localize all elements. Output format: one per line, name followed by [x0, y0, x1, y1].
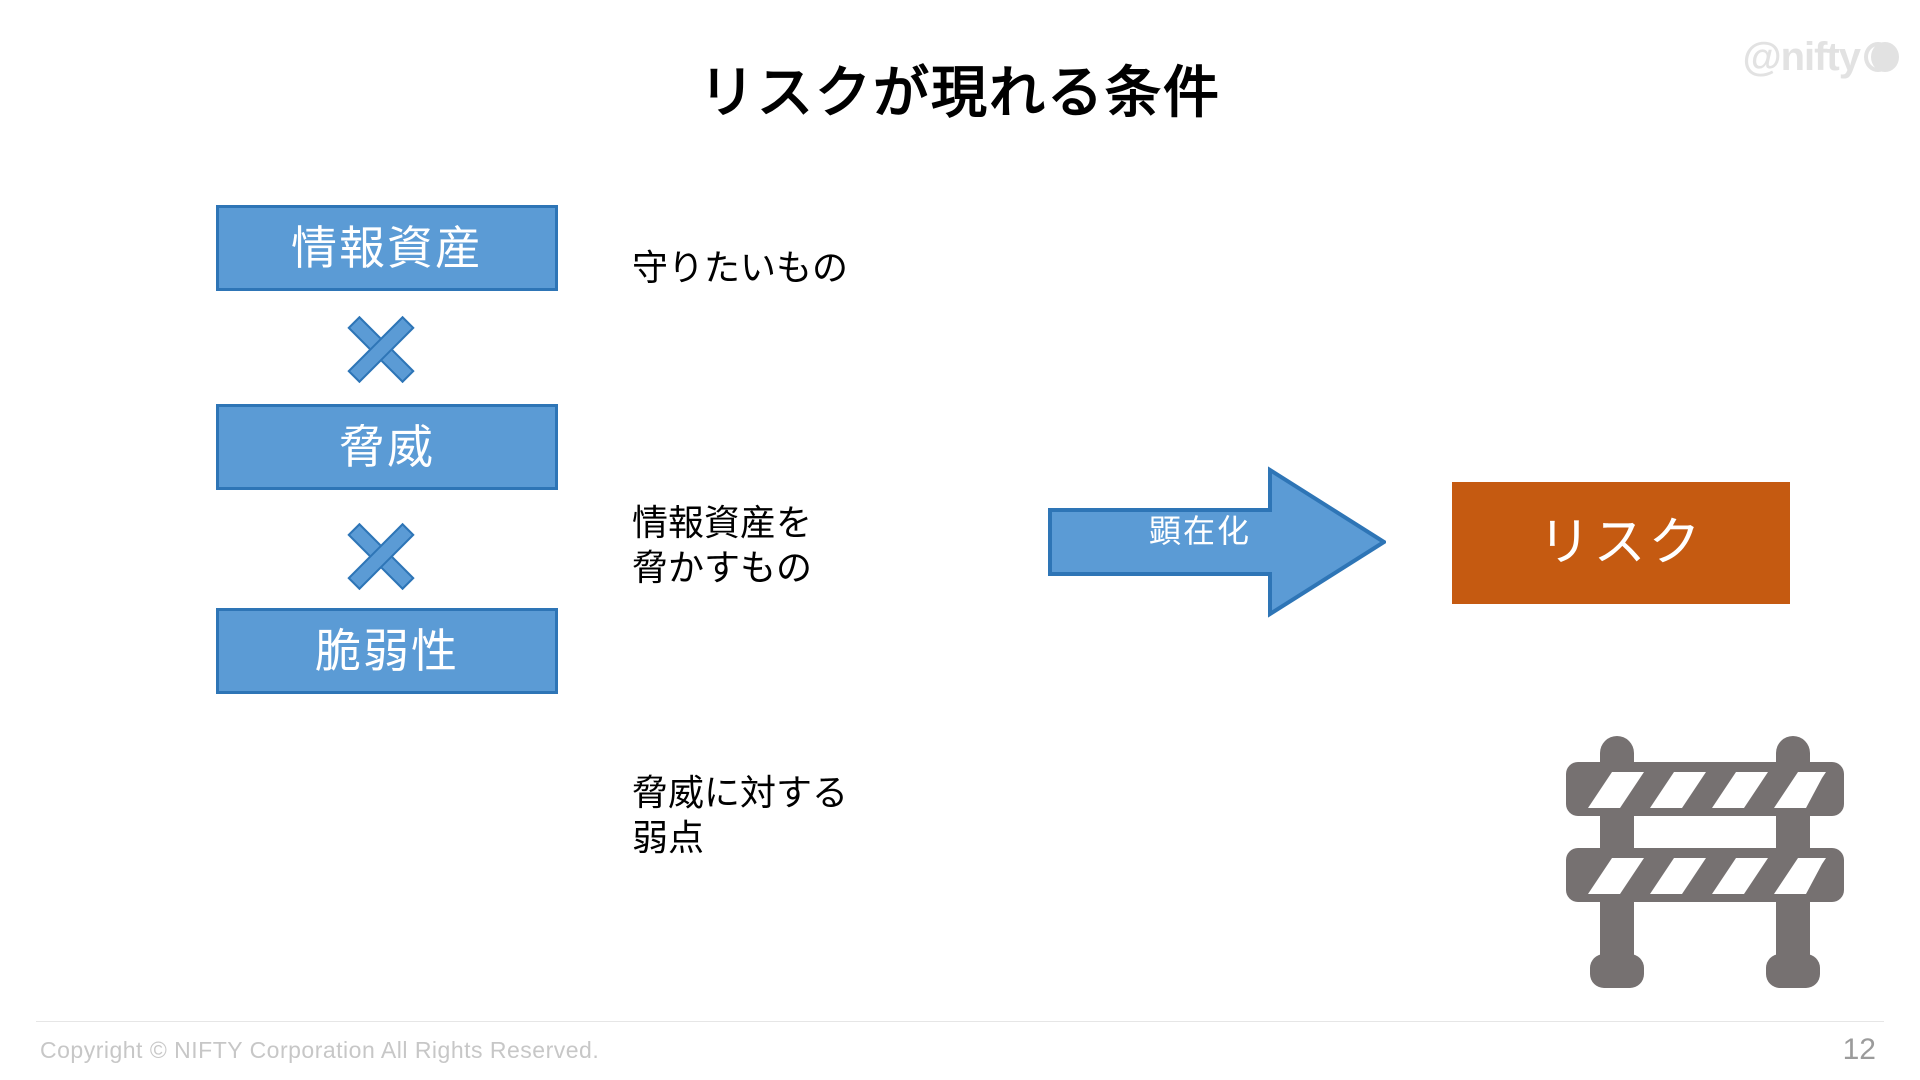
factor-box-vulnerability: 脆弱性	[216, 608, 558, 694]
nifty-circles-mark-icon	[1864, 39, 1900, 75]
factor-box-label: 脆弱性	[315, 625, 459, 677]
arrow-label: 顕在化	[1148, 513, 1251, 549]
factor-description-vulnerability: 脅威に対する 弱点	[632, 772, 849, 858]
factor-box-label: 情報資産	[291, 222, 483, 274]
page-title: リスクが現れる条件	[699, 61, 1221, 124]
footer-copyright: Copyright © NIFTY Corporation All Rights…	[40, 1037, 600, 1063]
risk-result-box: リスク	[1452, 482, 1790, 604]
nifty-logo: @nifty	[1700, 30, 1900, 84]
factor-description-threat: 情報資産を 脅かすもの	[632, 502, 813, 588]
right-arrow-icon	[1048, 466, 1386, 618]
nifty-logo-text: @nifty	[1742, 35, 1861, 79]
multiply-icon	[347, 522, 415, 590]
risk-label: リスク	[1538, 514, 1704, 572]
factor-box-information-asset: 情報資産	[216, 205, 558, 291]
multiply-icon	[347, 315, 415, 383]
page-number: 12	[1842, 1033, 1876, 1066]
factor-box-label: 脅威	[339, 421, 435, 473]
factor-description-information-asset: 守りたいもの	[632, 247, 849, 288]
footer-divider	[36, 1021, 1884, 1022]
factor-box-threat: 脅威	[216, 404, 558, 490]
road-barricade-icon	[1560, 726, 1850, 998]
